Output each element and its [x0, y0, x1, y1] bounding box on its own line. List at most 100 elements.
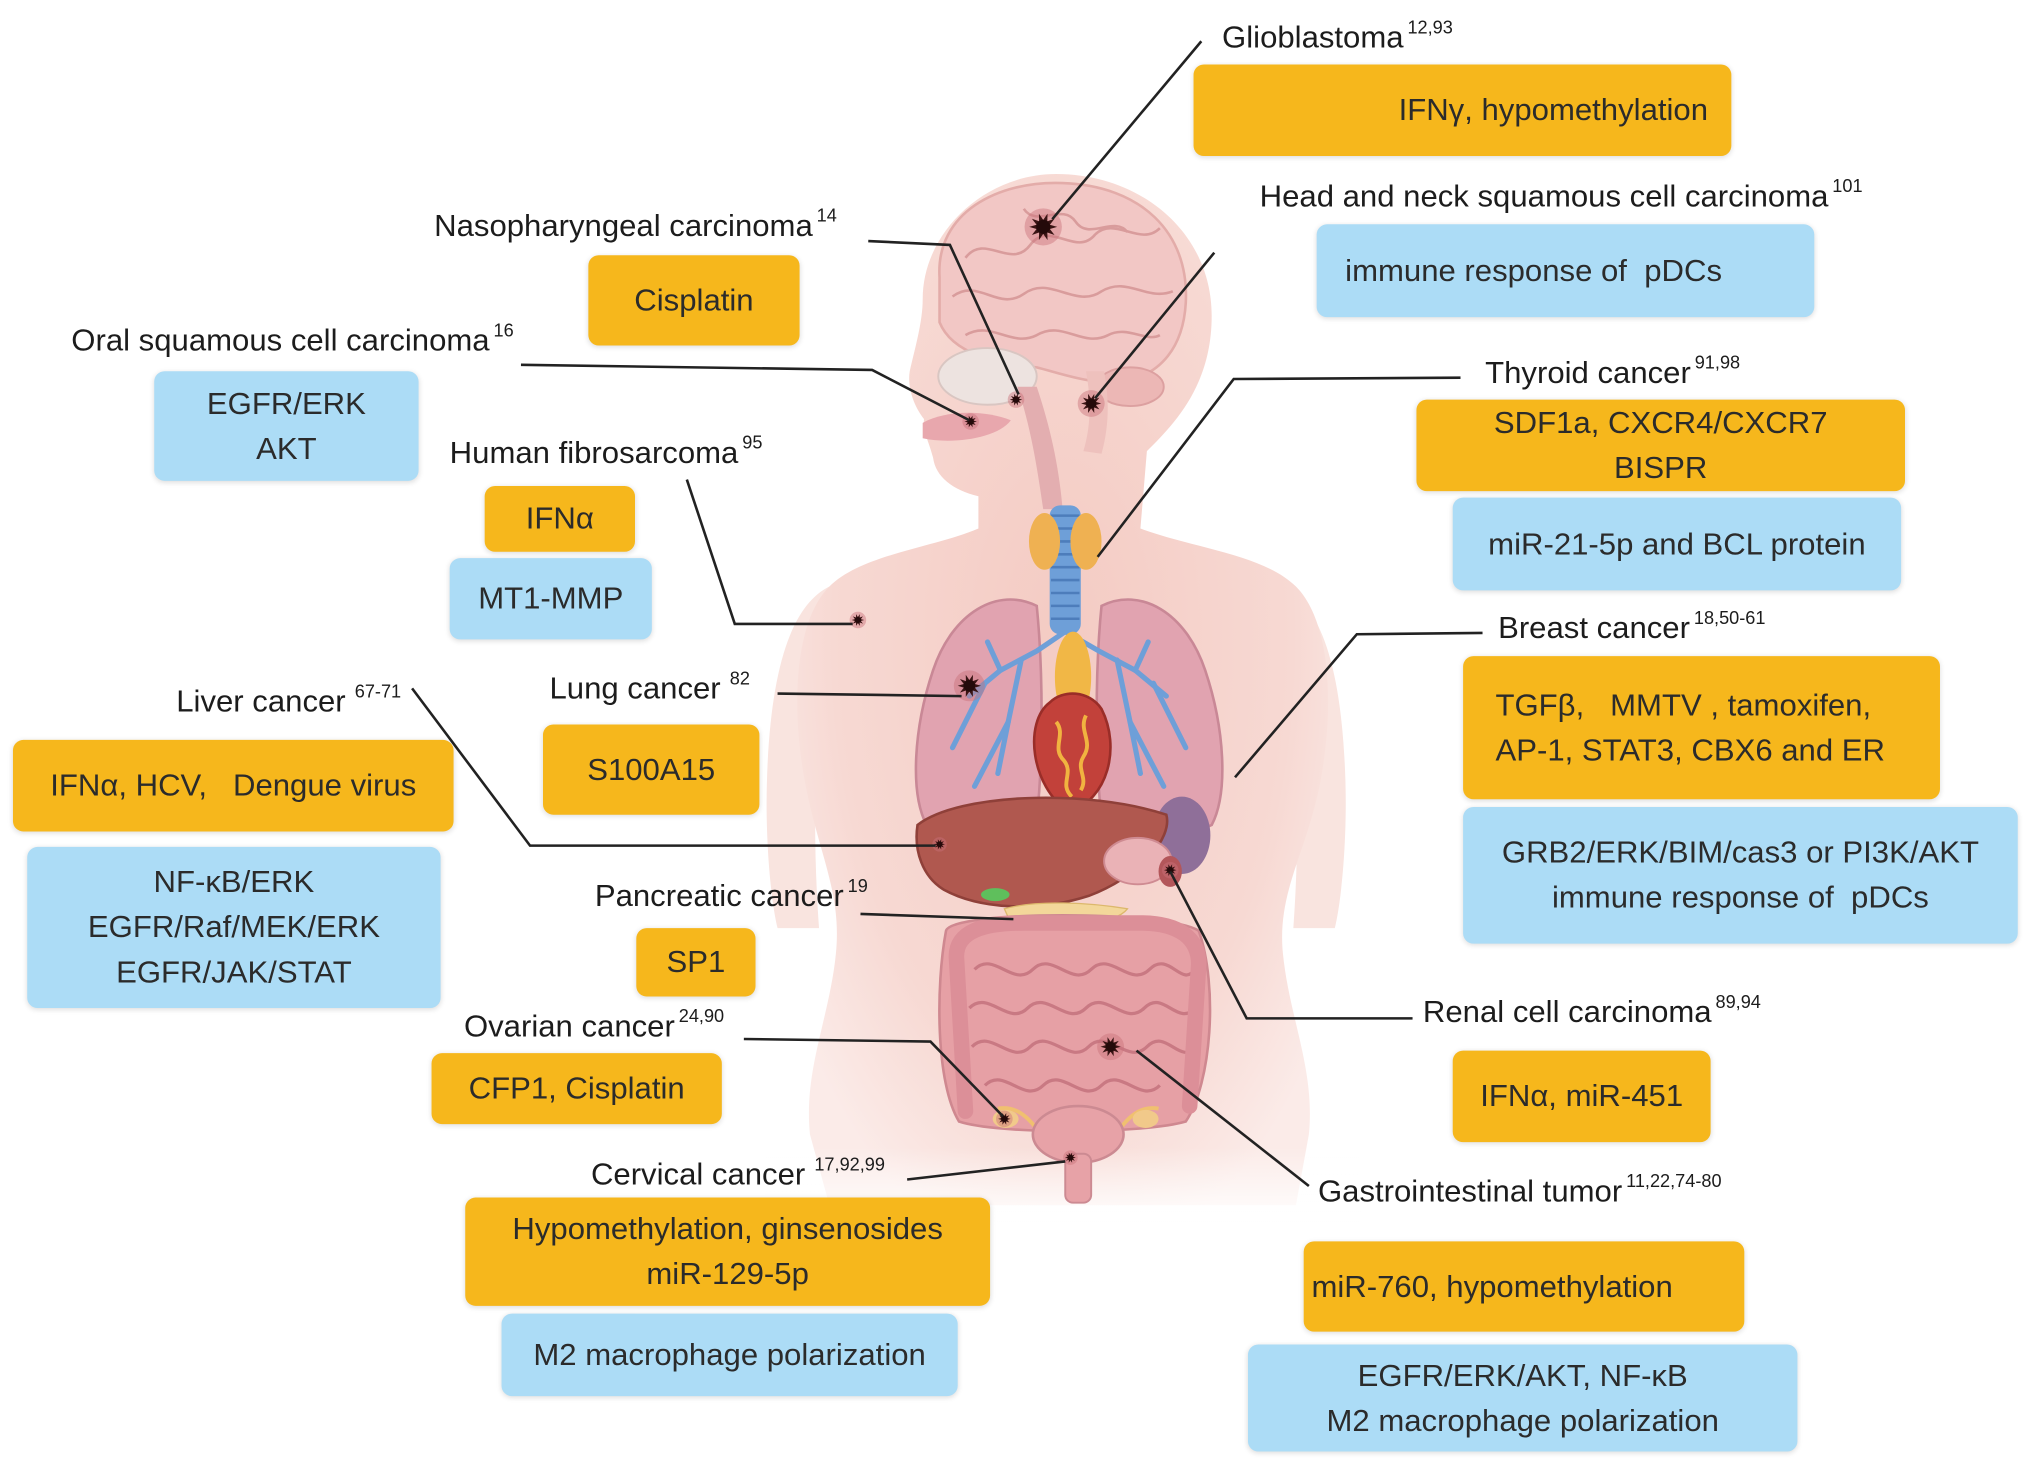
reference-superscript: 95 — [742, 431, 763, 453]
cancer-name: Ovarian cancer — [463, 1009, 675, 1045]
box-line: EGFR/ERK — [206, 386, 366, 421]
reference-superscript: 18,50-61 — [1693, 607, 1766, 628]
intestine-coils — [968, 962, 1198, 1093]
box-cervical-factors: Hypomethylation, ginsenosides miR-129-5p — [465, 1197, 991, 1306]
leader-line-pancreatic — [860, 912, 1014, 921]
cancer-name: Head and neck squamous cell carcinoma — [1259, 179, 1829, 214]
reference-superscript: 91,98 — [1694, 351, 1741, 373]
leader-line-renal — [1169, 870, 1413, 1020]
right-ovary — [1132, 1109, 1159, 1128]
box-line: AKT — [256, 431, 317, 467]
reference-superscript: 24,90 — [678, 1005, 725, 1027]
reference-superscript: 101 — [1832, 175, 1863, 196]
box-line: immune response of pDCs — [1551, 880, 1929, 916]
reference-superscript: 17,92,99 — [814, 1153, 885, 1175]
box-fibrosarcoma-factors: IFNα — [484, 485, 636, 552]
tumor-gastrointestinal — [1097, 1033, 1125, 1061]
cancer-name: Breast cancer — [1498, 611, 1690, 646]
box-line: NF-κB/ERK — [153, 864, 315, 900]
cancer-name: Renal cell carcinoma — [1422, 995, 1712, 1030]
reference-superscript: 82 — [729, 667, 750, 689]
box-oral-pathways: EGFR/ERK AKT — [154, 371, 419, 481]
tumor-fibrosarcoma — [849, 611, 867, 629]
box-line: CFP1, Cisplatin — [468, 1071, 685, 1107]
box-line: IFNα, miR-451 — [1480, 1078, 1684, 1114]
cancer-name: Thyroid cancer — [1485, 355, 1691, 391]
box-line: M2 macrophage polarization — [533, 1337, 926, 1373]
box-breast-factors: TGFβ, MMTV , tamoxifen, AP-1, STAT3, CBX… — [1463, 656, 1940, 800]
nasal-cavity — [937, 347, 1038, 406]
reference-superscript: 14 — [816, 204, 837, 226]
cancer-name: Lung cancer — [549, 671, 721, 707]
box-line: EGFR/Raf/MEK/ERK — [87, 910, 380, 945]
cancer-name: Gastrointestinal tumor — [1317, 1174, 1623, 1210]
box-line: GRB2/ERK/BIM/cas3 or PI3K/AKT — [1501, 835, 1979, 871]
leader-line-breast — [1234, 631, 1483, 779]
leader-line-fibrosarcoma — [685, 479, 853, 626]
tumor-nasopharynx — [1007, 391, 1025, 408]
reference-superscript: 89,94 — [1715, 991, 1761, 1012]
box-line: IFNγ, hypomethylation — [1398, 92, 1709, 128]
label-lung: Lung cancer 82 — [549, 669, 749, 708]
box-line: Cisplatin — [634, 282, 754, 318]
box-thyroid-factors: SDF1a, CXCR4/CXCR7 BISPR — [1416, 399, 1906, 492]
box-line: S100A15 — [587, 752, 716, 787]
cancer-name: Nasopharyngeal carcinoma — [434, 208, 813, 244]
reference-superscript: 16 — [493, 319, 514, 341]
cancer-name: Pancreatic cancer — [594, 879, 844, 914]
leader-line-head-neck — [1094, 251, 1216, 400]
tumor-oral — [962, 413, 979, 430]
box-line: miR-129-5p — [646, 1256, 809, 1292]
box-renal-factors: IFNα, miR-451 — [1452, 1050, 1711, 1143]
box-line: M2 macrophage polarization — [1326, 1403, 1719, 1438]
box-line: miR-21-5p and BCL protein — [1488, 526, 1866, 562]
box-nasopharyngeal-factors: Cisplatin — [588, 255, 800, 346]
box-pancreatic-factors: SP1 — [636, 928, 756, 997]
box-ovarian-factors: CFP1, Cisplatin — [431, 1053, 722, 1125]
cancer-name: Liver cancer — [176, 684, 346, 720]
box-line: miR-760, hypomethylation — [1311, 1269, 1673, 1304]
box-line: TGFβ, MMTV , tamoxifen, — [1495, 687, 1872, 723]
heart — [1032, 692, 1112, 814]
reference-superscript: 19 — [847, 875, 868, 896]
box-gastrointestinal-factors: miR-760, hypomethylation — [1303, 1241, 1745, 1332]
box-thyroid-pathways: miR-21-5p and BCL protein — [1452, 497, 1902, 591]
box-cervical-pathways: M2 macrophage polarization — [501, 1313, 958, 1397]
box-head-neck-pathways: immune response of pDCs — [1316, 224, 1815, 318]
box-line: IFNα — [525, 501, 594, 537]
tumor-head-neck — [1077, 390, 1105, 417]
box-line: EGFR/ERK/AKT, NF-κB — [1357, 1358, 1688, 1393]
box-gastrointestinal-pathways: EGFR/ERK/AKT, NF-κB M2 macrophage polari… — [1247, 1344, 1798, 1452]
cancer-name: Cervical cancer — [590, 1157, 806, 1193]
box-line: SP1 — [666, 944, 726, 980]
leader-line-ovarian — [743, 1037, 1004, 1118]
leader-line-liver — [411, 687, 936, 847]
leader-line-oral — [520, 363, 970, 422]
box-fibrosarcoma-pathways: MT1-MMP — [449, 558, 652, 640]
box-glioblastoma-factors: IFNγ, hypomethylation — [1193, 64, 1732, 156]
thyroid-right-lobe — [1070, 513, 1102, 570]
leader-line-cervical — [906, 1160, 1066, 1181]
leader-line-nasopharyngeal — [868, 239, 1020, 395]
box-line: BISPR — [1614, 450, 1708, 486]
box-line: EGFR/JAK/STAT — [116, 955, 352, 991]
gallbladder — [981, 888, 1010, 902]
box-line: IFNα, HCV, Dengue virus — [50, 768, 417, 804]
box-lung-factors: S100A15 — [542, 724, 760, 815]
box-liver-pathways: NF-κB/ERK EGFR/Raf/MEK/ERK EGFR/JAK/STAT — [27, 846, 441, 1009]
cancer-name: Glioblastoma — [1222, 20, 1404, 56]
tumor-renal — [1161, 861, 1179, 879]
